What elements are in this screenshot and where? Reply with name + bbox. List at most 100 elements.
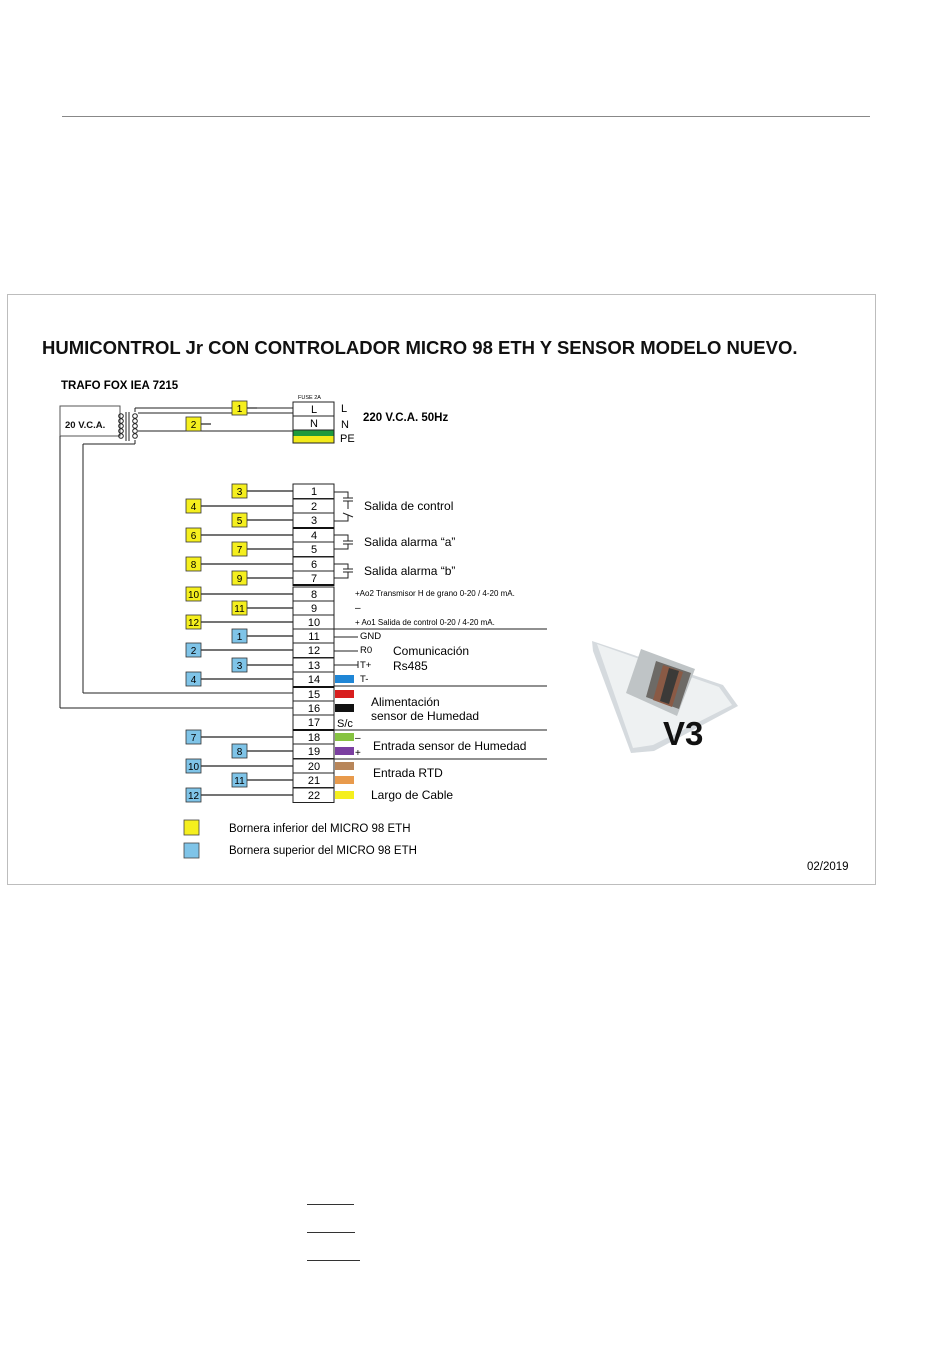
terminal-badge-blue-2 — [185, 642, 202, 658]
label-entrada-sensor: Entrada sensor de Humedad — [373, 739, 526, 753]
terminal-number-6: 6 — [311, 559, 317, 571]
wiring-diagram: HUMICONTROL Jr CON CONTROLADOR MICRO 98 … — [42, 337, 849, 873]
terminal-number-7: 7 — [311, 573, 317, 585]
terminal-badge-label-3: 4 — [191, 502, 197, 513]
diagram-title: HUMICONTROL Jr CON CONTROLADOR MICRO 98 … — [42, 337, 797, 358]
terminal-number-18: 18 — [308, 732, 320, 744]
label-alimentacion: Alimentación — [371, 695, 440, 709]
terminal-number-17: 17 — [308, 717, 320, 729]
wire-color-18 — [335, 733, 354, 741]
wire-color-15 — [335, 690, 354, 698]
terminal-number-10: 10 — [308, 617, 320, 629]
power-terminal-block — [292, 401, 335, 444]
label-r0: R0 — [360, 645, 372, 656]
label-ao2: +Ao2 Transmisor H de grano 0-20 / 4-20 m… — [355, 589, 515, 598]
feed-lines — [59, 436, 547, 760]
terminal-badge-label-0: 1 — [237, 404, 243, 415]
terminal-badge-label-14: 3 — [237, 661, 243, 672]
terminal-number-8: 8 — [311, 589, 317, 601]
terminal-number-13: 13 — [308, 660, 320, 672]
power-voltage-label: 220 V.C.A. 50Hz — [363, 412, 448, 424]
terminal-number-5: 5 — [311, 544, 317, 556]
terminal-badge-label-4: 5 — [237, 516, 243, 527]
terminal-badge-label-17: 8 — [237, 747, 243, 758]
label-sc: S/c — [337, 718, 353, 730]
terminal-number-20: 20 — [308, 761, 320, 773]
power-terminal-n: N — [310, 418, 318, 430]
terminal-badge-label-15: 4 — [191, 675, 197, 686]
terminal-badge-yellow-1 — [231, 400, 248, 416]
legend-swatch-blue — [183, 842, 200, 859]
diagram-date: 02/2019 — [807, 861, 849, 873]
terminal-number-11: 11 — [308, 631, 319, 643]
terminal-badge-label-11: 12 — [188, 618, 200, 629]
terminal-badge-yellow-11 — [231, 600, 248, 616]
terminal-badge-yellow-7 — [231, 541, 248, 557]
terminal-badge-label-9: 10 — [188, 590, 200, 601]
label-largo-cable: Largo de Cable — [371, 788, 453, 802]
terminal-badge-label-6: 7 — [237, 545, 243, 556]
wire-color-20 — [335, 762, 354, 770]
power-side-l: L — [341, 403, 347, 415]
terminal-badge-blue-3 — [231, 657, 248, 673]
terminal-badge-yellow-5 — [231, 512, 248, 528]
label-minus-9: – — [355, 603, 361, 614]
label-comunicacion: Comunicación — [393, 644, 469, 658]
terminal-badge-yellow-4 — [185, 498, 202, 514]
power-terminal-l: L — [311, 404, 317, 416]
signature-line-3 — [307, 1260, 360, 1261]
terminal-badge-blue-12 — [185, 787, 202, 803]
label-tminus: T- — [360, 674, 368, 685]
terminal-badge-yellow-3 — [231, 483, 248, 499]
terminal-badge-label-13: 2 — [191, 646, 197, 657]
coil-left — [118, 413, 124, 439]
terminal-badge-blue-1 — [231, 628, 248, 644]
terminal-number-22: 22 — [308, 790, 320, 802]
terminal-badge-yellow-9 — [231, 570, 248, 586]
terminal-badge-blue-7 — [185, 729, 202, 745]
terminal-number-12: 12 — [308, 645, 320, 657]
terminal-badge-label-18: 10 — [188, 762, 200, 773]
power-side-pe: PE — [340, 433, 355, 445]
label-alarma-b: Salida alarma “b” — [364, 564, 455, 578]
label-salida-control: Salida de control — [364, 499, 453, 513]
sensor-version-badge: V3 — [663, 715, 703, 752]
label-alarma-a: Salida alarma “a” — [364, 535, 455, 549]
coil-right — [132, 413, 138, 439]
terminal-badge-label-19: 11 — [234, 776, 245, 787]
label-ao1: + Ao1 Salida de control 0-20 / 4-20 mA. — [355, 618, 495, 627]
terminal-badge-label-1: 2 — [191, 420, 197, 431]
terminal-badge-label-10: 11 — [234, 604, 245, 615]
relay-contacts — [334, 491, 359, 668]
terminal-badge-label-16: 7 — [191, 733, 197, 744]
terminal-badge-label-12: 1 — [237, 632, 243, 643]
wire-color-markers — [335, 675, 354, 799]
label-minus-18: – — [355, 733, 361, 744]
label-sensor-humedad: sensor de Humedad — [371, 709, 479, 723]
wire-color-16 — [335, 704, 354, 712]
terminal-number-14: 14 — [308, 674, 320, 686]
signature-line-2 — [307, 1232, 355, 1233]
terminal-number-9: 9 — [311, 603, 317, 615]
power-side-n: N — [341, 419, 349, 431]
wire-color-14 — [335, 675, 354, 683]
legend-swatch-yellow — [183, 819, 200, 836]
sensor-v3-illustration: V3 — [592, 641, 738, 753]
wire-color-19 — [335, 747, 354, 755]
transformer-symbol: 20 V.C.A. — [59, 405, 293, 445]
fuse-label: FUSE 2A — [298, 395, 321, 401]
terminal-badge-label-7: 8 — [191, 560, 197, 571]
terminal-badge-yellow-12 — [185, 614, 202, 630]
wire-color-22 — [335, 791, 354, 799]
terminal-badge-blue-10 — [185, 758, 202, 774]
label-gnd: GND — [360, 631, 381, 642]
terminal-badge-yellow-2 — [185, 416, 202, 432]
secondary-voltage-label: 20 V.C.A. — [65, 420, 105, 431]
top-horizontal-rule — [62, 116, 870, 117]
terminal-number-15: 15 — [308, 689, 320, 701]
wiring-diagram-frame: HUMICONTROL Jr CON CONTROLADOR MICRO 98 … — [7, 294, 876, 885]
terminal-badge-yellow-6 — [185, 527, 202, 543]
terminal-badge-blue-4 — [185, 671, 202, 687]
terminal-number-21: 21 — [308, 775, 320, 787]
